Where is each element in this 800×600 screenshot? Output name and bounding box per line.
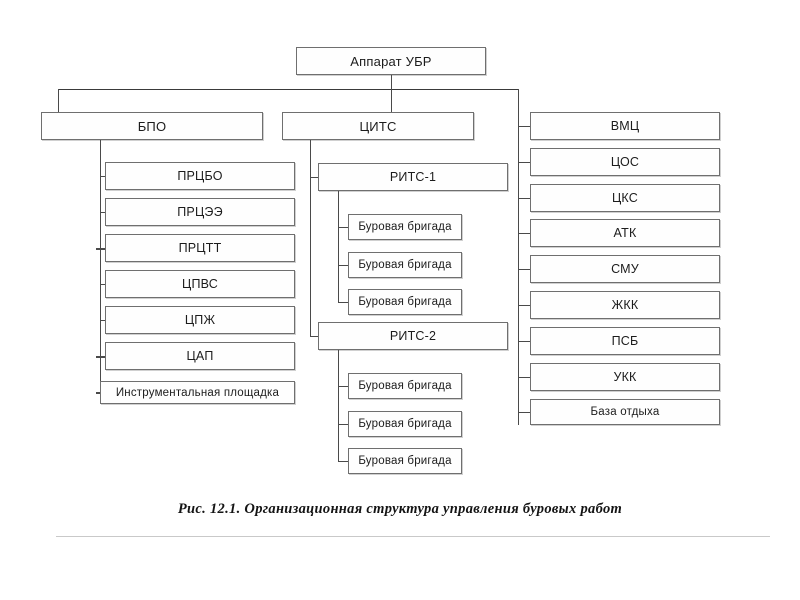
figure-caption: Рис. 12.1. Организационная структура упр… bbox=[177, 501, 623, 517]
connector-svc-stub-9 bbox=[518, 412, 531, 413]
connector-bpo-stub-2 bbox=[100, 212, 106, 213]
node-bpo[interactable]: БПО bbox=[41, 112, 263, 140]
connector-svc-stub-4 bbox=[518, 233, 531, 234]
connector-svc-stub-2 bbox=[518, 162, 531, 163]
node-psb[interactable]: ПСБ bbox=[530, 327, 720, 355]
node-cos[interactable]: ЦОС bbox=[530, 148, 720, 176]
connector-rits1-stub-1 bbox=[338, 227, 349, 228]
connector-cits-stub-2 bbox=[310, 336, 319, 337]
node-cks[interactable]: ЦКС bbox=[530, 184, 720, 212]
connector-bpo-stub-5 bbox=[100, 320, 106, 321]
connector-bpo-stub-6 bbox=[96, 356, 106, 358]
node-cpvs[interactable]: ЦПВС bbox=[105, 270, 295, 298]
node-atk[interactable]: АТК bbox=[530, 219, 720, 247]
connector-bpo-stub-3 bbox=[96, 248, 106, 250]
connector-bpo-stub-4 bbox=[100, 284, 106, 285]
connector-svc-stub-7 bbox=[518, 341, 531, 342]
node-cits[interactable]: ЦИТС bbox=[282, 112, 474, 140]
node-rits-1[interactable]: РИТС-1 bbox=[318, 163, 508, 191]
node-smu[interactable]: СМУ bbox=[530, 255, 720, 283]
connector-rits2-stub-2 bbox=[338, 424, 349, 425]
node-brigade-2-2[interactable]: Буровая бригада bbox=[348, 411, 462, 437]
connector-rits2-spine bbox=[338, 350, 339, 461]
connector-svc-stub-1 bbox=[518, 126, 531, 127]
node-brigade-2-3[interactable]: Буровая бригада bbox=[348, 448, 462, 474]
connector-rits2-stub-1 bbox=[338, 386, 349, 387]
connector-svc-stub-5 bbox=[518, 269, 531, 270]
node-instrumentalnaya-ploshchadka[interactable]: Инструментальная площадка bbox=[100, 381, 295, 404]
connector-rits1-stub-2 bbox=[338, 265, 349, 266]
node-prctt[interactable]: ПРЦТТ bbox=[105, 234, 295, 262]
footer-rule bbox=[56, 536, 770, 537]
node-zhkk[interactable]: ЖКК bbox=[530, 291, 720, 319]
connector-svc-stub-3 bbox=[518, 198, 531, 199]
node-ukk[interactable]: УКК bbox=[530, 363, 720, 391]
node-prcee[interactable]: ПРЦЭЭ bbox=[105, 198, 295, 226]
connector-cits-spine bbox=[310, 140, 311, 336]
connector-bpo-spine bbox=[100, 140, 101, 393]
connector-root-stem bbox=[391, 75, 392, 89]
connector-bus-to-bpo bbox=[58, 89, 59, 126]
connector-bus-to-cits bbox=[391, 89, 392, 112]
node-prcbo[interactable]: ПРЦБО bbox=[105, 162, 295, 190]
node-brigade-2-1[interactable]: Буровая бригада bbox=[348, 373, 462, 399]
connector-rits1-stub-3 bbox=[338, 302, 349, 303]
node-rits-2[interactable]: РИТС-2 bbox=[318, 322, 508, 350]
connector-svc-stub-8 bbox=[518, 377, 531, 378]
node-brigade-1-3[interactable]: Буровая бригада bbox=[348, 289, 462, 315]
connector-rits1-spine bbox=[338, 191, 339, 302]
connector-svc-stub-6 bbox=[518, 305, 531, 306]
connector-bpo-stub-1 bbox=[100, 176, 106, 177]
node-vmc[interactable]: ВМЦ bbox=[530, 112, 720, 140]
node-brigade-1-2[interactable]: Буровая бригада bbox=[348, 252, 462, 278]
node-cap[interactable]: ЦАП bbox=[105, 342, 295, 370]
connector-cits-stub-1 bbox=[310, 177, 319, 178]
connector-services-spine bbox=[518, 89, 519, 425]
node-baza-otdyha[interactable]: База отдыха bbox=[530, 399, 720, 425]
node-cpzh[interactable]: ЦПЖ bbox=[105, 306, 295, 334]
node-brigade-1-1[interactable]: Буровая бригада bbox=[348, 214, 462, 240]
connector-rits2-stub-3 bbox=[338, 461, 349, 462]
connector-top-bus bbox=[58, 89, 519, 90]
node-apparat-ubr[interactable]: Аппарат УБР bbox=[296, 47, 486, 75]
